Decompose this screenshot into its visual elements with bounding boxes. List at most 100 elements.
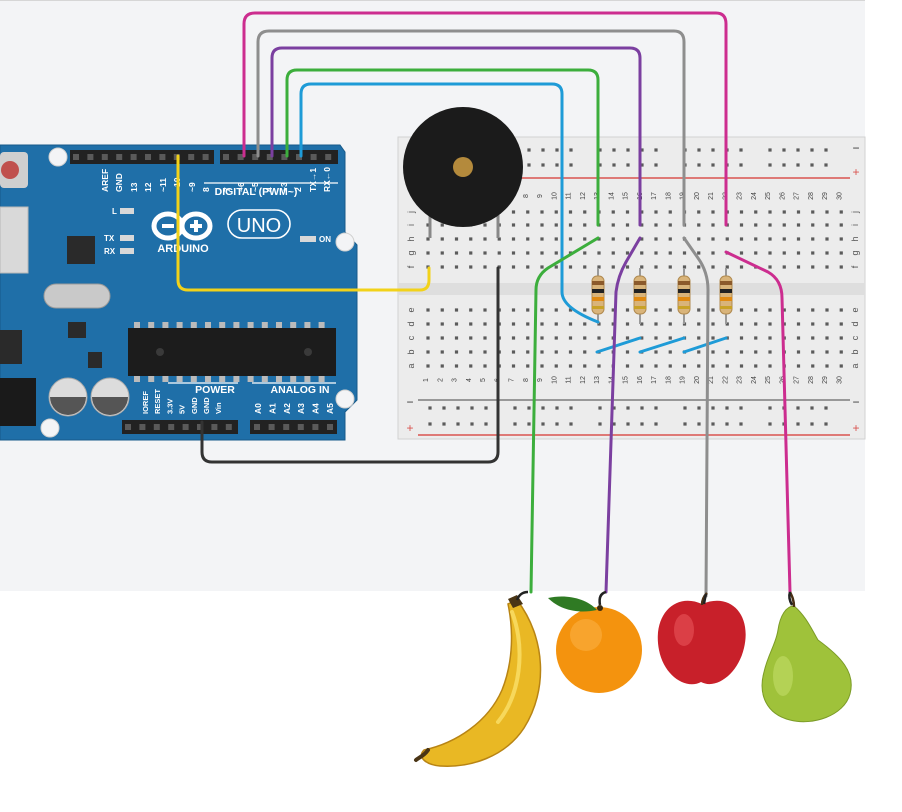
header-pin[interactable] [237,154,244,160]
svg-text:7: 7 [509,378,516,382]
header-pin[interactable] [296,154,302,160]
header-pin[interactable] [73,154,79,160]
header-pin[interactable] [266,154,273,160]
header-pin[interactable] [130,154,137,160]
svg-text:28: 28 [808,376,815,384]
header-pin[interactable] [145,154,151,160]
header-pin[interactable] [223,154,229,160]
resistors[interactable] [591,268,733,324]
wire-blue-jumper[interactable] [638,336,686,354]
piezo-buzzer[interactable] [403,107,523,238]
header-pin[interactable] [283,424,290,430]
wire-black[interactable] [200,266,500,464]
led-tx-label: TX [104,234,115,243]
resistor[interactable] [677,268,691,324]
header-pins[interactable] [73,154,333,430]
svg-text:21: 21 [708,376,715,384]
wire-gray-apple[interactable] [682,236,710,598]
svg-text:25: 25 [765,192,772,200]
led-on [300,236,316,242]
svg-text:12: 12 [580,376,587,384]
led-tx [120,235,134,241]
pear[interactable] [761,591,852,723]
header-pin[interactable] [281,154,288,160]
header-pin[interactable] [153,424,160,430]
header-pin[interactable] [297,424,304,430]
svg-text:f: f [406,265,416,268]
led-rx-label: RX [104,247,116,256]
wire-blue-jumper[interactable] [682,336,728,354]
wire-magenta-pear[interactable] [724,250,792,594]
header-pin[interactable] [202,154,209,160]
reset-button-cap[interactable] [1,161,19,179]
orange[interactable] [548,596,642,694]
header-pin[interactable] [139,424,146,430]
svg-text:8: 8 [523,194,530,198]
header-pin[interactable] [101,154,108,160]
header-pin[interactable] [188,154,195,160]
wire-blue[interactable] [299,82,600,324]
svg-text:b: b [850,349,860,354]
svg-text:h: h [406,236,416,241]
svg-text:13: 13 [594,376,601,384]
svg-text:−: − [852,141,859,155]
wire-gray[interactable] [256,29,686,227]
header-pin[interactable] [168,424,175,430]
header-pin[interactable] [325,154,332,160]
svg-text:9: 9 [537,378,544,382]
svg-text:11: 11 [566,192,573,199]
header-pin[interactable] [125,424,131,430]
mount-hole [48,147,68,167]
resistor[interactable] [591,268,605,324]
header-pin[interactable] [225,424,232,430]
power-pin-label-3: 5V [178,405,187,414]
header-pin[interactable] [182,424,189,430]
svg-text:e: e [850,307,860,312]
header-pin[interactable] [312,424,319,430]
apple[interactable] [657,592,746,685]
mount-hole [40,418,60,438]
header-pin[interactable] [252,154,259,160]
header-pin[interactable] [116,154,123,160]
banana-clip [515,590,529,601]
wire-green[interactable] [285,68,600,227]
wire-green-banana[interactable] [529,236,600,594]
wire-magenta[interactable] [242,11,728,227]
svg-text:c: c [850,335,860,340]
power-pin-label-6: Vin [214,402,223,414]
header-pin[interactable] [87,154,94,160]
svg-text:a: a [850,363,860,368]
svg-text:20: 20 [694,192,701,200]
header-pin[interactable] [327,424,333,430]
header-pin[interactable] [197,424,203,430]
power-pin-label-1: RESET [153,389,162,414]
svg-text:16: 16 [637,376,644,384]
mount-hole [335,232,355,252]
pin-label-2: 13 [129,182,139,192]
banana[interactable] [414,595,542,767]
wire-purple[interactable] [270,46,642,227]
svg-text:23: 23 [737,192,744,200]
header-pin[interactable] [211,424,218,430]
wire-yellow[interactable] [176,154,431,292]
header-pin[interactable] [310,154,317,160]
header-pin[interactable] [159,154,166,160]
resistor[interactable] [633,268,647,324]
power-pin-label-0: IOREF [141,391,150,414]
svg-text:j: j [406,211,416,214]
pin-label-13: 2 [293,187,303,192]
wires[interactable] [176,11,792,598]
buzzer-center [453,157,473,177]
header-pin[interactable] [254,424,260,430]
resistor[interactable] [719,268,733,324]
header-pin[interactable] [268,424,275,430]
pin-label-4: ~11 [158,178,168,192]
wire-blue-jumper[interactable] [595,336,642,354]
svg-text:g: g [406,250,416,255]
led-l [120,208,134,214]
pin-label-8: 7 [222,187,232,192]
wire-purple-orange[interactable] [604,236,642,594]
